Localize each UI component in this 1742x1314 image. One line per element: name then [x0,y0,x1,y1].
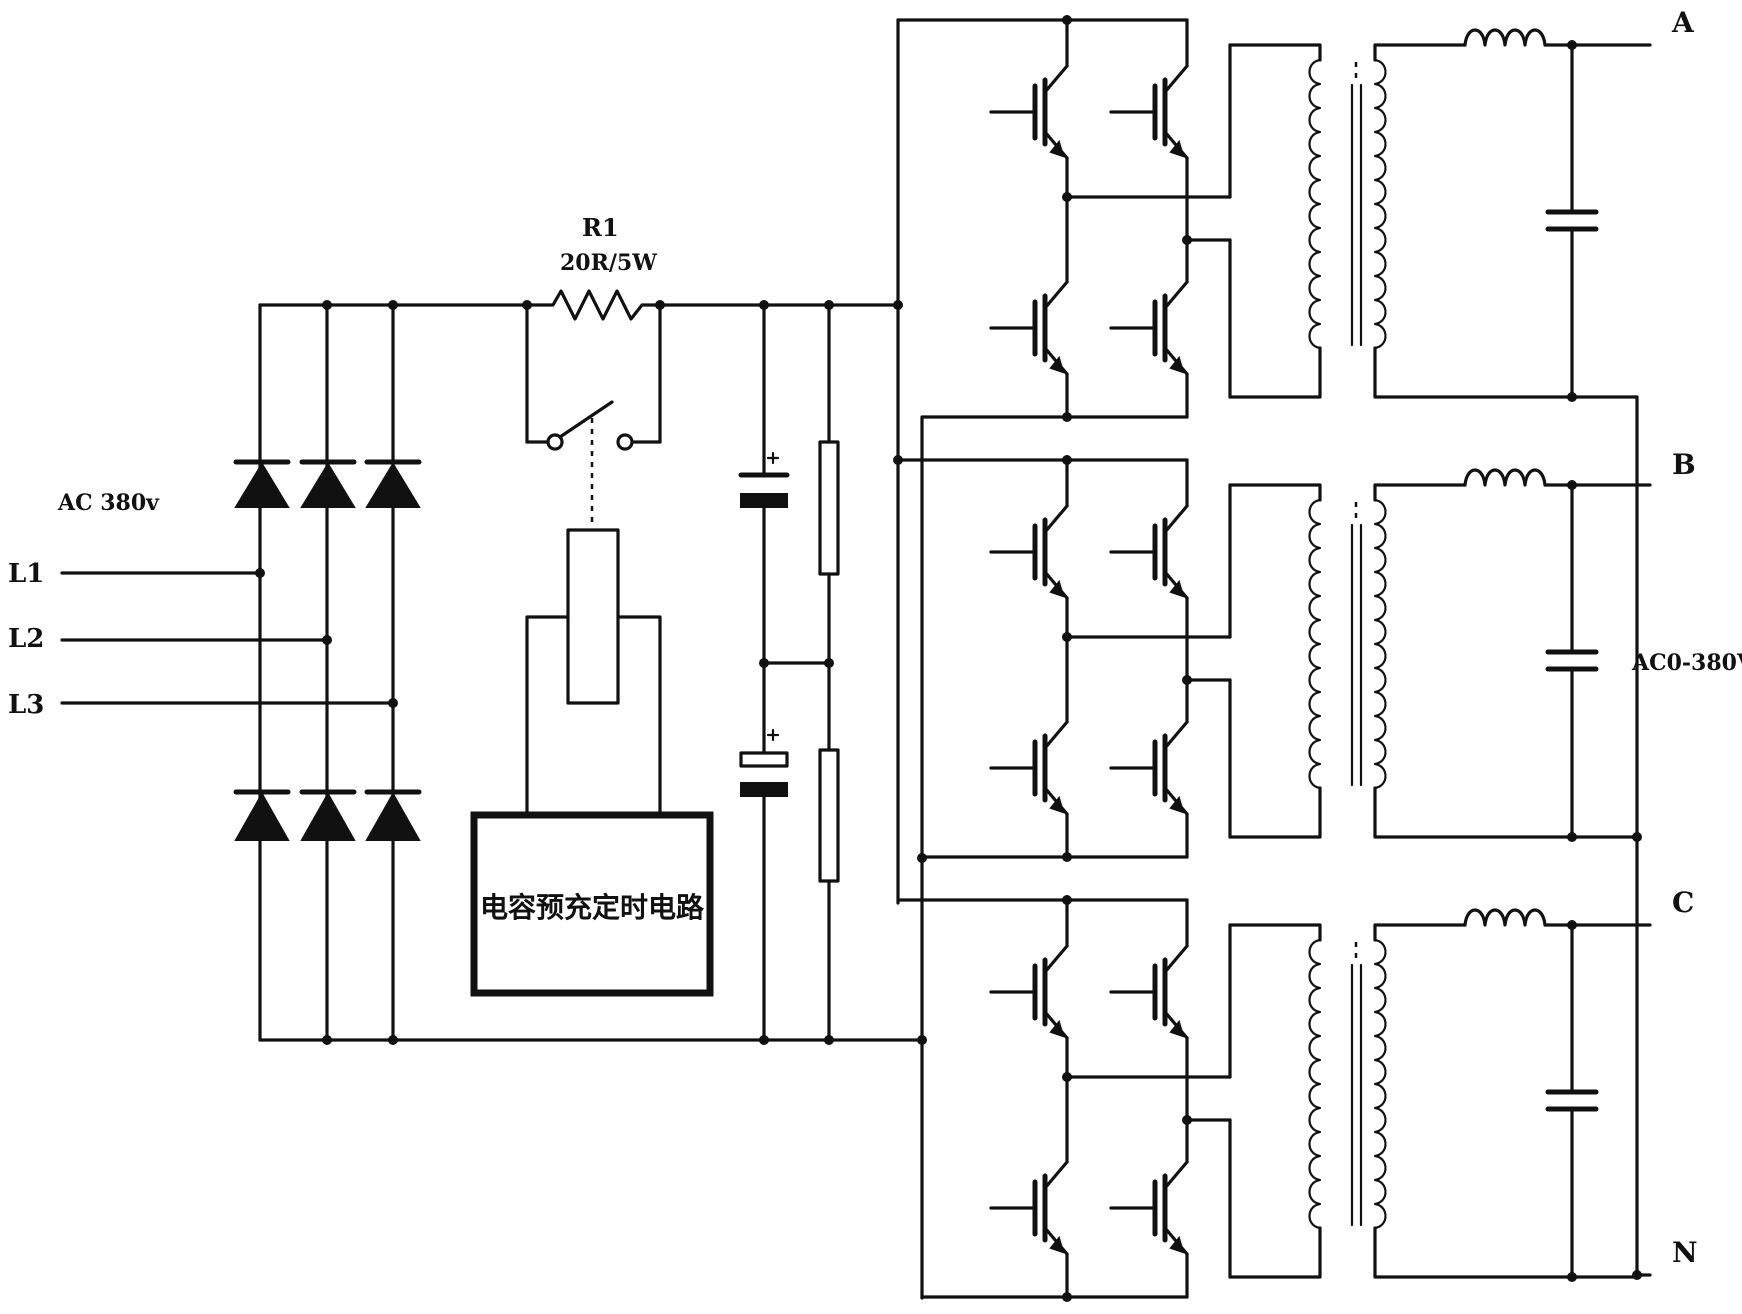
stage-c-igbt-upper-right [1109,944,1189,1040]
balance-resistor-bottom [818,748,840,1042]
stage-a-igbt-lower-left [989,280,1069,376]
diode-bottom-1 [233,789,291,841]
input-voltage-label: AC 380v [57,490,160,516]
diode-top-3 [364,459,422,508]
timer-box-label: 电容预充定时电路 [480,891,705,924]
stage-b-igbt-upper-left [989,504,1069,600]
stage-a-igbt-upper-right [1109,64,1189,160]
inverter-stage-b [896,455,1652,862]
diode-bottom-3 [364,789,422,841]
relay-contact [525,303,662,526]
precharge-resistor [525,289,662,321]
dc-capacitor-bottom [739,728,789,1042]
phase-b-label: B [1672,448,1696,481]
balance-resistor-top [818,303,840,752]
stage-c-igbt-upper-left [989,944,1069,1040]
inverter-stage-a [896,15,1652,422]
diode-top-1 [233,459,291,508]
neutral-junction [1632,1270,1642,1280]
line1-label: L1 [8,559,44,589]
input-lines [60,571,395,705]
stage-b-igbt-lower-right [1109,720,1189,816]
stage-c-igbt-lower-left [989,1160,1069,1256]
rectifier-bridge [258,303,924,1042]
dc-bus [658,18,924,1300]
stage-a-igbt-upper-left [989,64,1069,160]
neutral-junction [1632,832,1642,842]
stage-c-igbt-lower-right [1109,1160,1189,1256]
stage-a-igbt-lower-right [1109,280,1189,376]
relay-coil [525,528,662,814]
diode-bottom-2 [299,789,357,841]
stage-b-igbt-upper-right [1109,504,1189,600]
line3-label: L3 [8,690,44,720]
junction-dots [255,300,927,1045]
phase-c-label: C [1672,886,1694,919]
stage-b-igbt-lower-left [989,720,1069,816]
phase-a-label: A [1671,6,1695,39]
line2-label: L2 [8,624,44,654]
resistor-value: 20R/5W [560,250,657,276]
resistor-name: R1 [582,213,619,242]
output-voltage-label: AC0-380V [1631,650,1742,676]
timer-circuit-box: 电容预充定时电路 [470,811,714,997]
neutral-label: N [1672,1236,1698,1269]
inverter-stage-c [896,895,1652,1302]
diode-top-2 [299,459,357,508]
dc-capacitor-top [738,303,790,755]
